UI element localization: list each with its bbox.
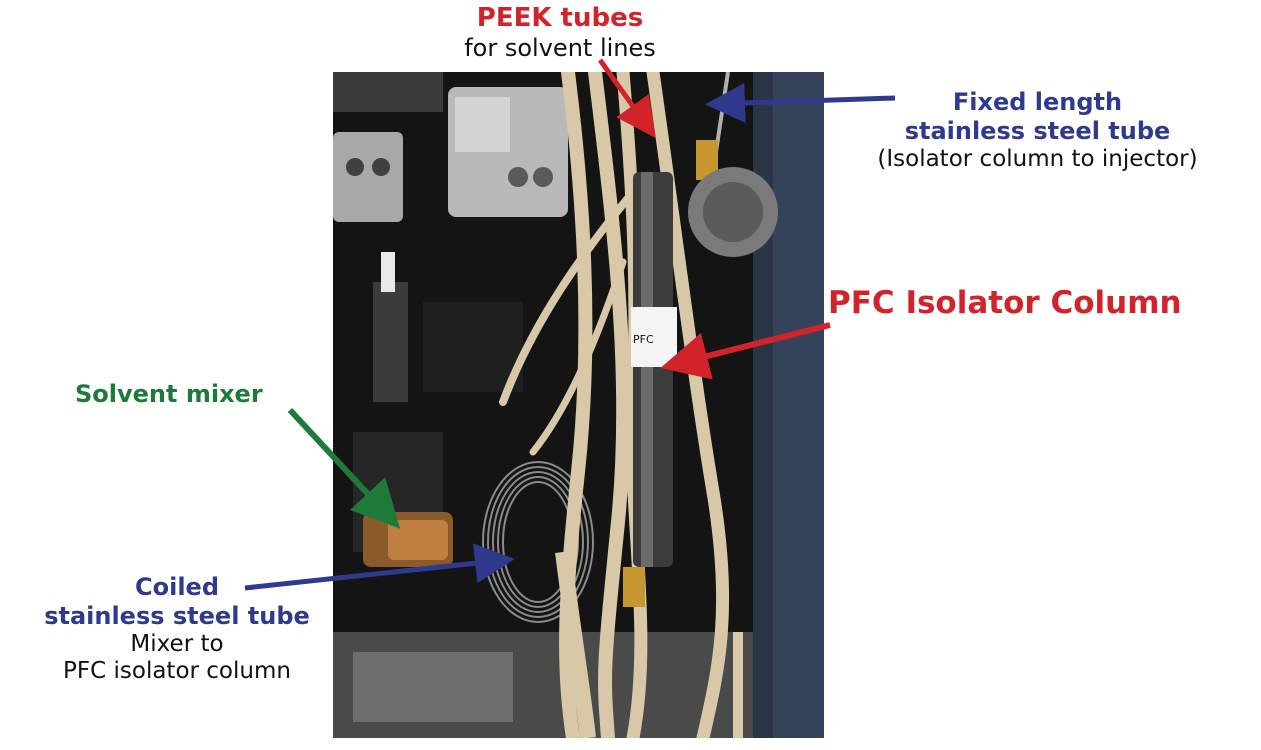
peek-title: PEEK tubes <box>476 3 644 33</box>
coiled-line1: Coiled <box>134 573 219 601</box>
instrument-drawing <box>333 72 824 738</box>
coiled-line3: Mixer to <box>130 630 224 657</box>
column-tag-text: PFC <box>633 333 654 346</box>
fixed-tube-line1: Fixed length <box>952 88 1123 116</box>
pump-head <box>333 132 403 222</box>
coiled-line4: PFC isolator column <box>63 658 291 685</box>
fixed-tube-label: Fixed length stainless steel tube (Isola… <box>830 88 1245 173</box>
fixed-tube-line3: (Isolator column to injector) <box>877 145 1198 172</box>
fixed-tube-line2: stainless steel tube <box>904 116 1171 145</box>
instrument-photo <box>333 72 824 738</box>
peek-label: PEEK tubes for solvent lines <box>440 3 680 63</box>
top-fitting <box>696 140 718 180</box>
pfc-label: PFC Isolator Column <box>828 285 1182 321</box>
coiled-line2: stainless steel tube <box>44 601 310 630</box>
bottom-fitting <box>623 567 645 607</box>
peek-subtitle: for solvent lines <box>464 34 656 63</box>
coiled-tube-label: Coiled stainless steel tube Mixer to PFC… <box>12 573 342 686</box>
mixer-label: Solvent mixer <box>75 380 263 408</box>
